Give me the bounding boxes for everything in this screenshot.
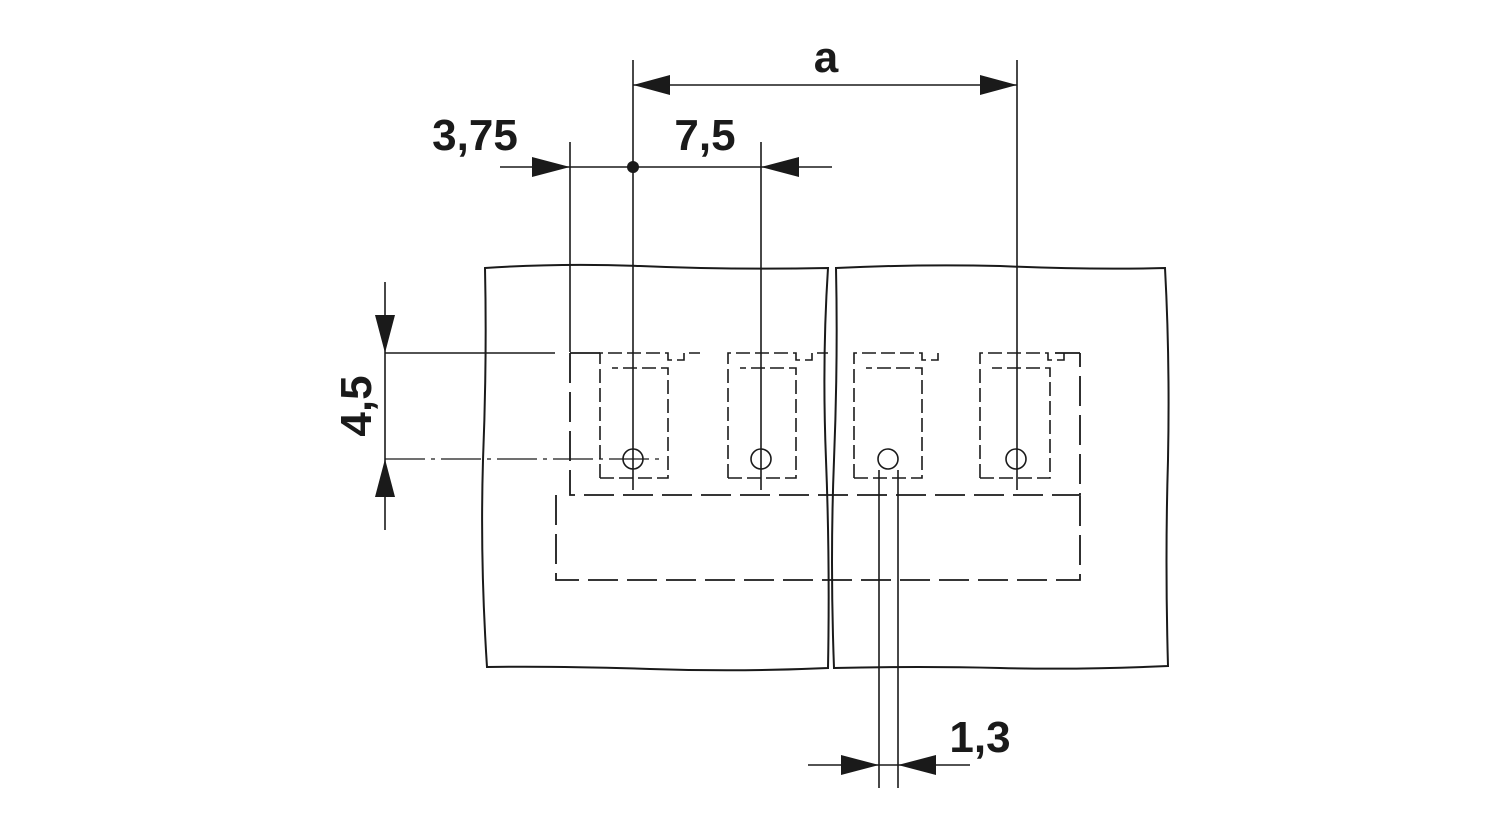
- housing-block-left: [481, 263, 830, 672]
- housing-block-right: [831, 264, 1170, 670]
- pin-holes: [622, 448, 1027, 470]
- dimension-height: 4,5: [332, 282, 395, 530]
- dimension-hole-diameter-label: 1,3: [949, 713, 1010, 762]
- hidden-contact-pockets: [599, 352, 1065, 479]
- dimension-offset-pitch: 3,75 7,5: [432, 111, 832, 177]
- hidden-header-outline: [555, 352, 1081, 581]
- dimension-hole-diameter: 1,3: [808, 713, 1011, 775]
- pin-hole: [1005, 448, 1027, 470]
- dimension-height-label: 4,5: [332, 375, 381, 436]
- dimension-a: a: [633, 33, 1017, 95]
- dimension-pitch-label: 7,5: [674, 111, 735, 160]
- dimension-offset-label: 3,75: [432, 111, 518, 160]
- extension-lines: [385, 60, 1018, 788]
- pin-hole: [877, 448, 899, 470]
- dimension-a-label: a: [814, 33, 839, 82]
